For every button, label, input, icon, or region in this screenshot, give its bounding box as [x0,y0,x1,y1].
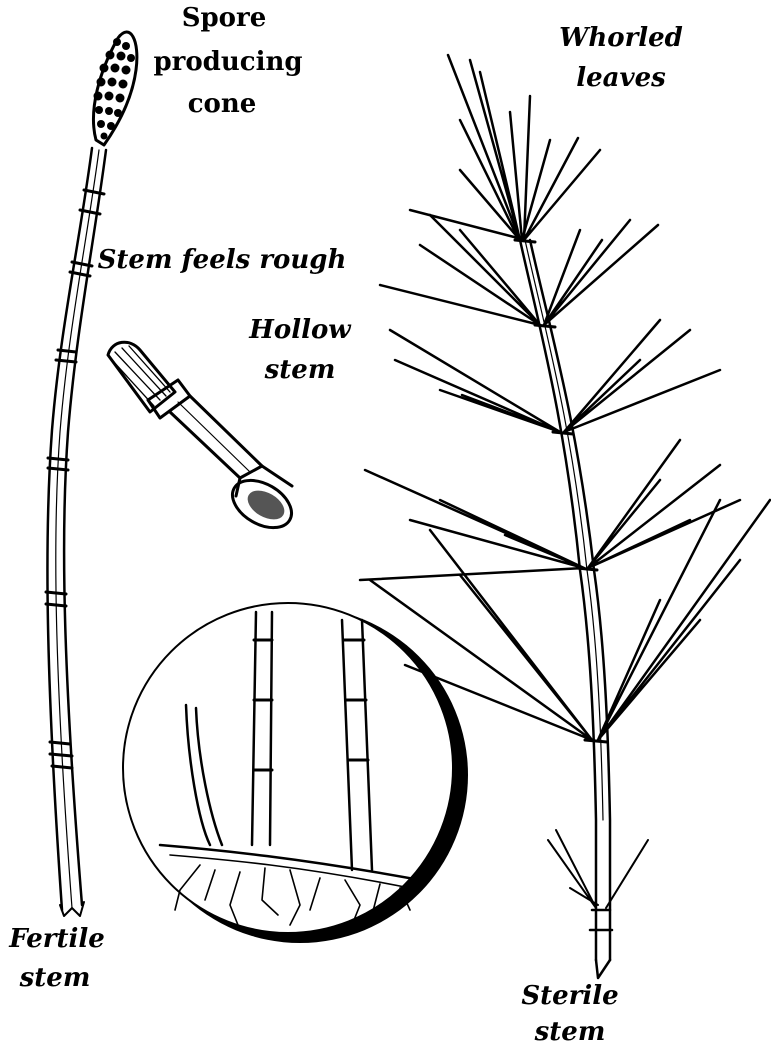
label-fertile-line2: stem [19,963,91,993]
label-whorled-leaves: Whorled leaves [559,23,683,93]
label-cone-line3: cone [188,89,257,119]
label-hollow-line2: stem [264,355,336,385]
label-sterile-line2: stem [534,1017,606,1047]
label-hollow-line1: Hollow [248,315,352,345]
label-cone-line2: producing [153,47,302,77]
label-hollow-stem: Hollow stem [248,315,352,385]
label-sterile-stem: Sterile stem [521,981,618,1047]
label-whorled-line2: leaves [576,63,666,93]
label-fertile-stem: Fertile stem [8,924,105,993]
rhizome-inset [123,603,468,943]
label-cone-line1: Spore [182,3,267,33]
label-stem-feels-rough: Stem feels rough [98,245,347,275]
label-sterile-line1: Sterile [521,981,618,1011]
label-fertile-line1: Fertile [8,924,105,954]
label-whorled-line1: Whorled [559,23,683,53]
label-spore-producing-cone: Spore producing cone [153,3,302,119]
spore-cone [93,32,136,145]
